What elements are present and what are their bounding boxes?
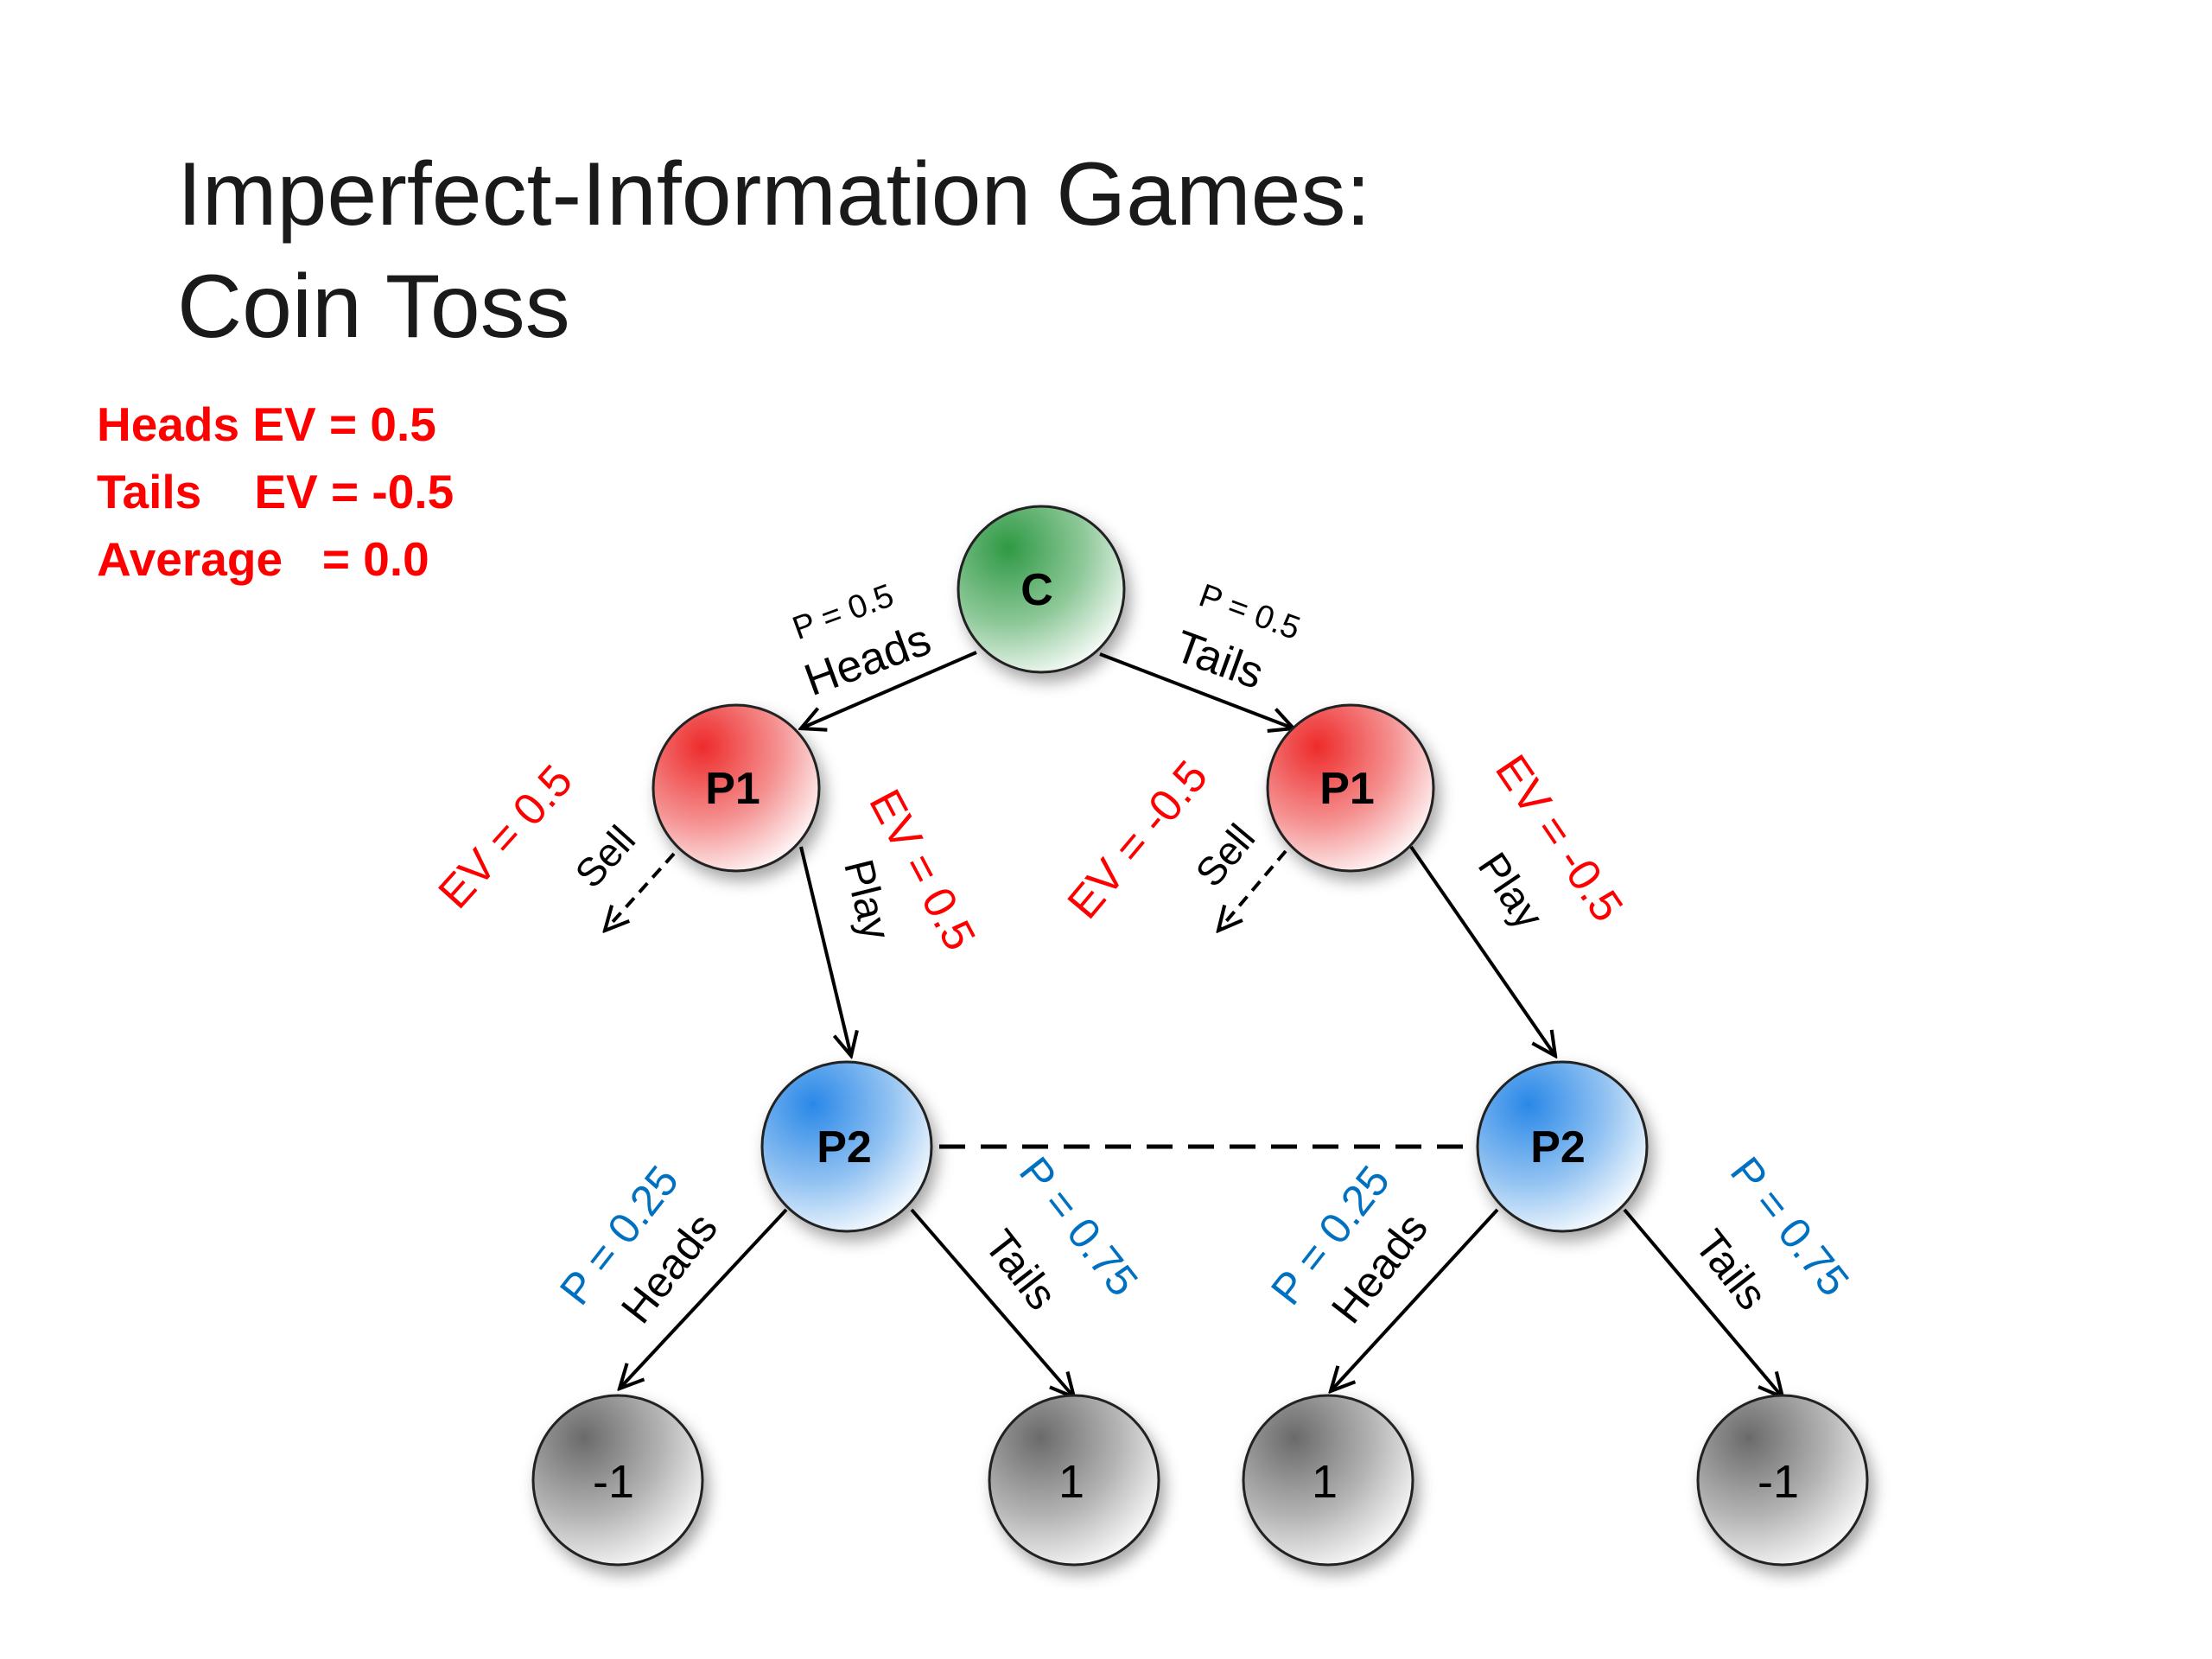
left-play-label: Play (835, 855, 899, 944)
leaf-node-2-payoff: 1 (1058, 1456, 1084, 1508)
p2-heads-node: P2 (760, 1060, 933, 1233)
p1-heads-node: P1 (652, 703, 821, 873)
p1-tails-node-label: P1 (1319, 764, 1375, 814)
average-ev-text: Average = 0.0 (97, 532, 429, 586)
edge-chance-heads (801, 651, 977, 728)
ev-summary: Heads EV = 0.5 Tails EV = -0.5 Average =… (97, 391, 454, 593)
p2l-tails-label: Tails (976, 1221, 1067, 1319)
edge-right-sell (1218, 849, 1287, 931)
tails-ev-text: Tails EV = -0.5 (97, 465, 454, 518)
edge-p2l-heads (620, 1208, 788, 1389)
edge-p2r-heads (1331, 1208, 1499, 1391)
chance-node: C (957, 505, 1126, 674)
slide-title: Imperfect-Information Games: Coin Toss (177, 138, 1370, 363)
edge-p2l-tails (910, 1208, 1074, 1397)
right-play-label: Play (1469, 845, 1552, 938)
leaf-node-4: -1 (1696, 1394, 1869, 1567)
p1-tails-node: P1 (1266, 703, 1435, 873)
leaf-node-2: 1 (988, 1394, 1160, 1567)
p2-tails-node-label: P2 (1530, 1122, 1586, 1173)
edge-left-play (799, 846, 851, 1056)
p2-tails-node: P2 (1476, 1060, 1649, 1233)
leaf-node-1: -1 (531, 1394, 704, 1567)
edge-left-sell (605, 852, 676, 931)
p2r-tails-label: Tails (1686, 1221, 1777, 1319)
leaf-node-4-payoff: -1 (1758, 1456, 1799, 1508)
slide-title-line1: Imperfect-Information Games: (177, 144, 1371, 245)
leaf-node-3-payoff: 1 (1312, 1456, 1338, 1508)
left-sell-label: Sell (566, 817, 644, 896)
right-sell-ev-label: EV = -0.5 (1058, 752, 1218, 928)
left-sell-ev-label: EV = 0.5 (429, 756, 583, 918)
slide-title-line2: Coin Toss (177, 257, 570, 357)
edge-chance-tails (1099, 652, 1294, 728)
leaf-node-1-payoff: -1 (593, 1456, 634, 1508)
chance-node-label: C (1020, 565, 1053, 615)
p1-heads-node-label: P1 (705, 764, 760, 814)
heads-ev-text: Heads EV = 0.5 (97, 397, 436, 451)
p2-heads-node-label: P2 (817, 1122, 872, 1173)
leaf-node-3: 1 (1242, 1394, 1414, 1567)
edge-p2r-tails (1623, 1208, 1783, 1397)
right-sell-label: Sell (1186, 816, 1263, 895)
edge-right-play (1409, 845, 1555, 1056)
